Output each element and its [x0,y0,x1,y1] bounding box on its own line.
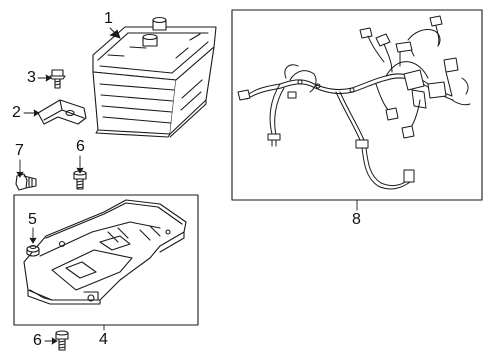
callout-6-lower: 6 [33,332,42,349]
bolt-7-illustration [15,173,37,191]
bolt-3-illustration [49,69,66,89]
callout-8: 8 [352,211,361,228]
callout-5: 5 [28,211,37,228]
callout-7: 7 [15,142,24,159]
battery-illustration [92,16,217,138]
harness-box-frame [231,9,483,201]
harness-8-illustration [237,15,471,190]
grommet-5-illustration [26,244,40,257]
bracket-2-illustration [37,99,87,125]
callout-1: 1 [104,10,113,27]
callout-4: 4 [99,331,108,348]
callout-3: 3 [27,69,36,86]
tray-box-frame [13,194,199,326]
bolt-6-lower-illustration [55,330,69,351]
leader-lines [16,27,358,345]
tray-4-illustration [23,199,187,305]
callout-6-upper: 6 [76,138,85,155]
callout-2: 2 [12,104,21,121]
bolt-6-upper-illustration [73,170,87,190]
